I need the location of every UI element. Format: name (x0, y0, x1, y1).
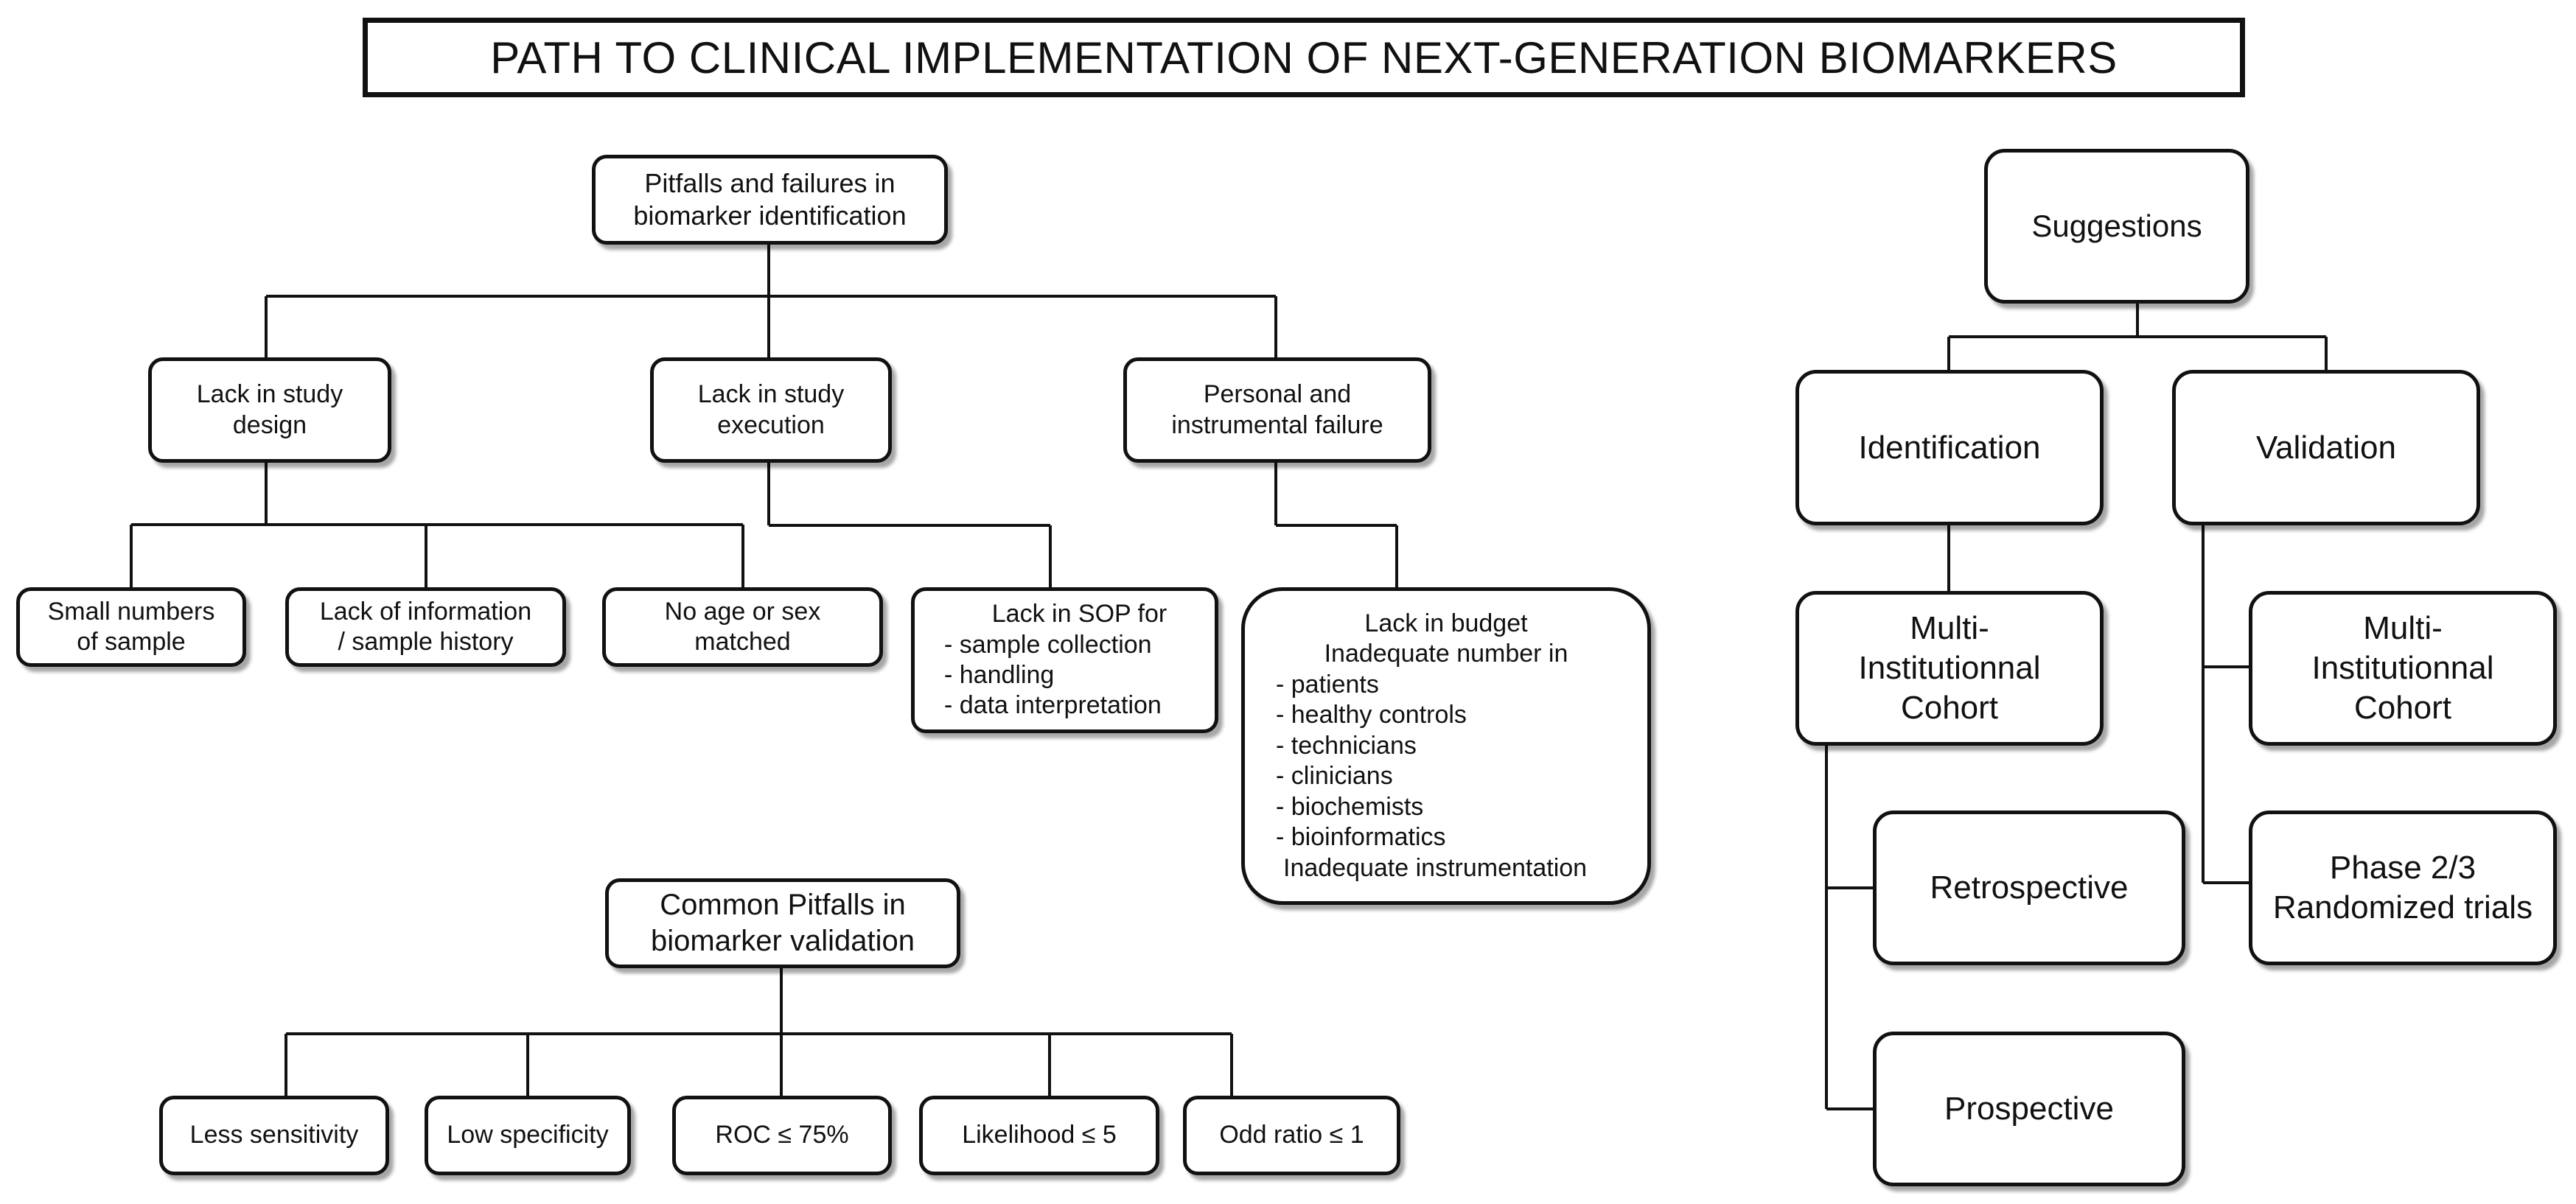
budget-heading: Lack in budget (1364, 609, 1528, 637)
less-sensitivity-node: Less sensitivity (159, 1096, 389, 1175)
line: Lack of information (319, 597, 532, 626)
prospective-node: Prospective (1873, 1032, 2185, 1186)
sop-item: - sample collection (944, 630, 1152, 659)
line: Multi- (2363, 610, 2443, 647)
label: Low specificity (447, 1121, 609, 1149)
budget-item: - patients (1276, 670, 1379, 699)
retrospective-node: Retrospective (1873, 811, 2185, 965)
budget-subheading: Inadequate number in (1324, 640, 1568, 668)
budget-item: - biochemists (1276, 792, 1424, 821)
identification-cohort-node: Multi- Institutionnal Cohort (1795, 591, 2104, 746)
line: matched (694, 628, 791, 656)
label: ROC ≤ 75% (715, 1121, 849, 1149)
budget-item: - technicians (1276, 731, 1417, 760)
label: Less sensitivity (189, 1121, 359, 1149)
label: Odd ratio ≤ 1 (1219, 1121, 1364, 1149)
validation-node: Validation (2172, 370, 2480, 525)
odd-ratio-node: Odd ratio ≤ 1 (1183, 1096, 1400, 1175)
budget-item: - healthy controls (1276, 701, 1467, 729)
line: Lack in study (196, 380, 343, 409)
line: Pitfalls and failures in (644, 168, 896, 199)
label: Retrospective (1930, 869, 2129, 906)
roc-node: ROC ≤ 75% (672, 1096, 892, 1175)
lack-study-execution-node: Lack in study execution (650, 357, 892, 463)
budget-item: - clinicians (1276, 762, 1393, 791)
validation-cohort-node: Multi- Institutionnal Cohort (2249, 591, 2557, 746)
lack-in-sop-node: Lack in SOP for - sample collection - ha… (911, 587, 1218, 733)
sop-item: - handling (944, 661, 1055, 689)
line: biomarker identification (633, 200, 907, 231)
diagram-title-text: PATH TO CLINICAL IMPLEMENTATION OF NEXT-… (490, 32, 2118, 83)
line: Multi- (1910, 610, 1989, 647)
no-age-sex-matched-node: No age or sex matched (602, 587, 883, 667)
suggestions-root: Suggestions (1984, 149, 2249, 304)
line: Lack in study (697, 380, 845, 409)
sop-item: - data interpretation (944, 691, 1162, 720)
trials-node: Phase 2/3 Randomized trials (2249, 811, 2557, 965)
line: Cohort (2353, 689, 2452, 726)
budget-item: - bioinformatics (1276, 823, 1446, 852)
line: Phase 2/3 (2329, 850, 2476, 886)
lack-of-information-node: Lack of information / sample history (285, 587, 566, 667)
pitfalls-validation-root: Common Pitfalls in biomarker validation (605, 878, 960, 968)
line: design (232, 410, 307, 439)
line: biomarker validation (651, 925, 915, 957)
line: Common Pitfalls in (660, 889, 906, 922)
pitfalls-identification-root: Pitfalls and failures in biomarker ident… (592, 155, 948, 245)
budget-tail: Inadequate instrumentation (1283, 853, 1588, 882)
line: No age or sex (664, 597, 821, 626)
line: / sample history (338, 628, 514, 656)
label: Suggestions (2031, 209, 2202, 244)
sop-heading: Lack in SOP for (991, 600, 1167, 629)
line: Personal and (1203, 380, 1352, 409)
line: of sample (77, 628, 186, 656)
line: Small numbers (47, 597, 215, 626)
label: Validation (2256, 429, 2396, 466)
diagram-title: PATH TO CLINICAL IMPLEMENTATION OF NEXT-… (363, 18, 2245, 97)
line: execution (717, 410, 825, 439)
line: instrumental failure (1171, 410, 1383, 439)
line: Institutionnal (2311, 650, 2494, 687)
line: Institutionnal (1858, 650, 2041, 687)
personal-instrumental-failure-node: Personal and instrumental failure (1123, 357, 1431, 463)
line: Randomized trials (2272, 889, 2533, 925)
likelihood-node: Likelihood ≤ 5 (919, 1096, 1159, 1175)
label: Identification (1858, 429, 2041, 466)
identification-node: Identification (1795, 370, 2104, 525)
label: Likelihood ≤ 5 (962, 1121, 1117, 1149)
lack-study-design-node: Lack in study design (148, 357, 391, 463)
small-numbers-of-sample-node: Small numbers of sample (16, 587, 246, 667)
line: Cohort (1900, 689, 1999, 726)
lack-in-budget-node: Lack in budget Inadequate number in - pa… (1241, 587, 1651, 905)
label: Prospective (1944, 1091, 2114, 1127)
low-specificity-node: Low specificity (425, 1096, 631, 1175)
